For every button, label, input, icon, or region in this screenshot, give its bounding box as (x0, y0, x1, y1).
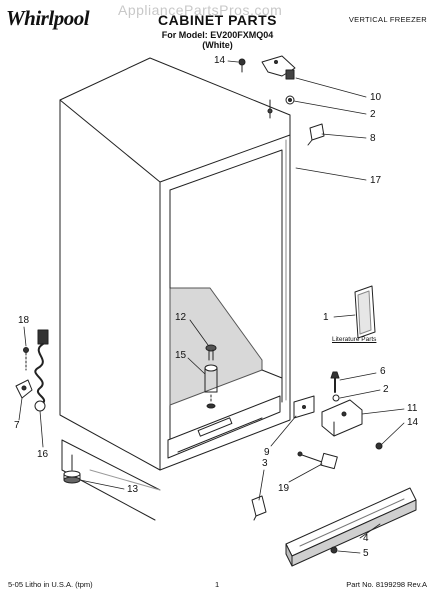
part-10-top-hinge (261, 55, 296, 80)
callout-12: 12 (175, 312, 187, 323)
callout-6: 6 (380, 366, 386, 377)
part-15-drain-tube (204, 364, 218, 409)
callout-5: 5 (363, 548, 369, 559)
callout-16: 16 (37, 449, 49, 460)
callout-3: 3 (262, 458, 268, 469)
product-type: VERTICAL FREEZER (348, 15, 427, 24)
callout-7: 7 (14, 420, 20, 431)
leader-lines (18, 60, 405, 554)
callout-8: 8 (370, 133, 376, 144)
literature-parts-label: Literature Parts (332, 336, 377, 343)
callout-15: 15 (175, 350, 187, 361)
part-8-hinge-cover (307, 123, 325, 146)
callout-13: 13 (127, 484, 139, 495)
callout-17: 17 (370, 175, 382, 186)
callout-14-top: 14 (214, 55, 226, 66)
part-12-drain-cap (205, 344, 217, 361)
part-7-cord-clamp (15, 379, 33, 399)
page-title: CABINET PARTS (157, 12, 278, 28)
part-3-clip (251, 495, 267, 521)
part-13-leveling-leg (63, 454, 81, 484)
callout-9: 9 (264, 447, 270, 458)
footer-page-number: 1 (215, 580, 220, 589)
part-9-bracket (293, 395, 315, 419)
model-line: For Model: EV200FXMQ04 (161, 30, 274, 40)
part-2-washer-lower (332, 394, 340, 402)
callout-1: 1 (323, 312, 329, 323)
footer-litho: 5-05 Litho in U.S.A. (tpm) (8, 580, 93, 589)
part-16-power-cord (34, 329, 49, 412)
callout-14-mid: 14 (407, 417, 419, 428)
part-11-bottom-hinge (321, 399, 363, 437)
part-18-cord-screw (23, 347, 29, 371)
callout-2-mid: 2 (383, 384, 389, 395)
part-14-screw-lower (375, 442, 383, 450)
part-5-screw (330, 546, 338, 554)
footer-part-number: Part No. 8199298 Rev.A (346, 580, 427, 589)
cabinet-body (59, 57, 291, 471)
part-19-wire-harness (297, 451, 338, 470)
callout-4: 4 (363, 533, 369, 544)
color-line: (White) (202, 40, 233, 50)
part-4-toe-grille (285, 487, 417, 567)
callout-2-top: 2 (370, 109, 376, 120)
watermark: AppliancePartsPros.com (118, 2, 283, 18)
callout-11: 11 (407, 403, 418, 414)
callout-10: 10 (370, 92, 382, 103)
callout-18: 18 (18, 315, 30, 326)
part-1-literature (354, 285, 376, 339)
callout-19: 19 (278, 483, 290, 494)
part-6-hinge-pin (330, 371, 340, 393)
brand-logo: Whirlpool (6, 6, 90, 30)
part-14-screw-top (238, 58, 246, 73)
